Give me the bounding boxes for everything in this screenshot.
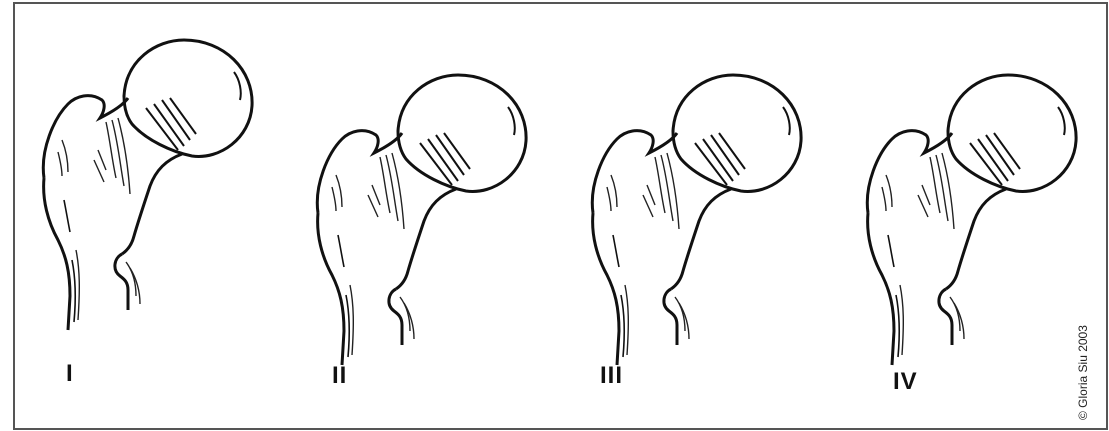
femur-stage-2-drawing bbox=[317, 75, 526, 365]
copyright-credit: © Gloria Siu 2003 bbox=[1076, 325, 1090, 420]
stage-label-1: I bbox=[66, 360, 74, 388]
femur-stage-4-drawing bbox=[867, 75, 1076, 365]
stage-label-3: III bbox=[600, 362, 623, 390]
femur-stage-1-drawing bbox=[43, 40, 252, 330]
stage-label-2: II bbox=[332, 362, 347, 390]
stage-label-4: IV bbox=[893, 368, 918, 396]
femur-stage-3-drawing bbox=[592, 75, 801, 365]
